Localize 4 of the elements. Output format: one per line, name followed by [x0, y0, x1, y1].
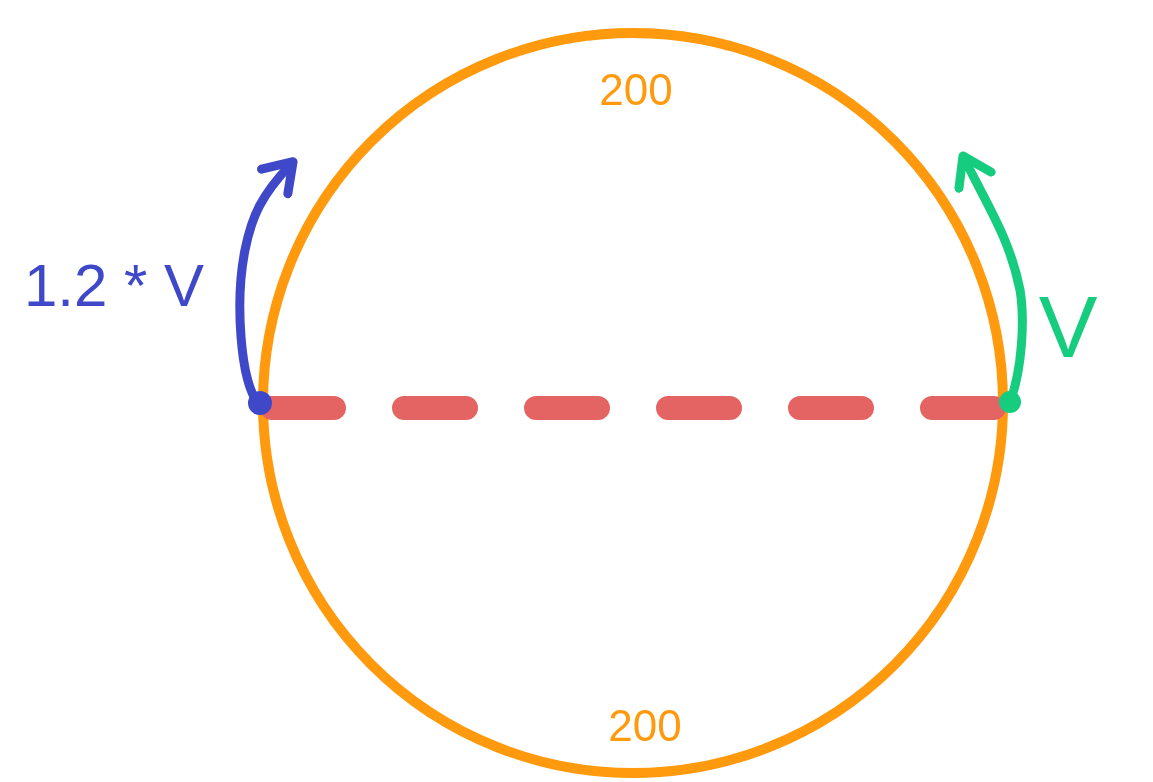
length-label: 200 [608, 704, 682, 748]
speed-label: V [1038, 283, 1098, 371]
speed-label: 1.2 * V [23, 256, 205, 316]
length-label: 200 [599, 68, 673, 112]
